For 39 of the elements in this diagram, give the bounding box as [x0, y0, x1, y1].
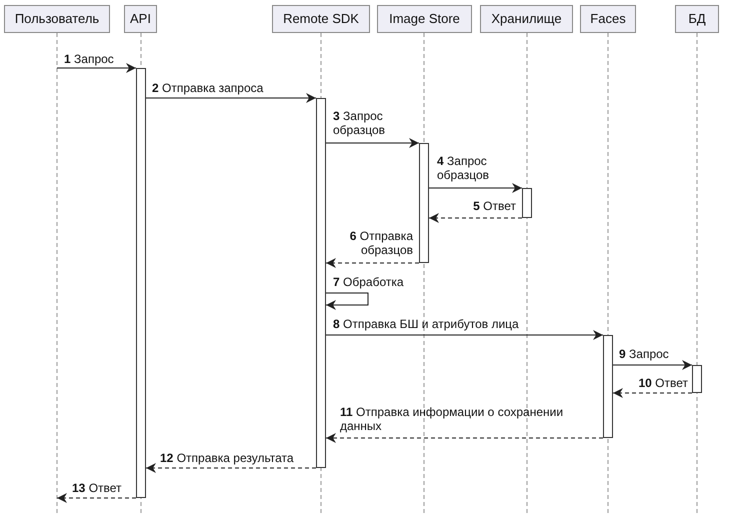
activation-bar — [522, 188, 532, 218]
participant-box: Faces — [580, 5, 636, 33]
participant-box: Хранилище — [480, 5, 573, 33]
message-arrow — [326, 330, 604, 340]
message-arrow — [326, 258, 420, 268]
participant-box: Remote SDK — [272, 5, 370, 33]
message-label: 4 Запрос образцов — [437, 154, 490, 182]
message-label: 7 Обработка — [333, 275, 405, 289]
message-label: 1 Запрос — [64, 52, 115, 66]
message-label: 8 Отправка БШ и атрибутов лица — [333, 317, 520, 331]
activation-bar — [692, 365, 702, 393]
message-arrow — [146, 93, 316, 103]
activation-bar — [136, 68, 146, 498]
message-arrow — [146, 463, 316, 473]
message-label: 9 Запрос — [619, 347, 670, 361]
message-label: 5 Ответ — [472, 199, 516, 213]
activation-bar — [603, 335, 613, 438]
message-label: 13 Ответ — [72, 481, 123, 495]
message-arrow — [428, 183, 522, 193]
participant-box: Image Store — [377, 5, 472, 33]
activation-bar — [316, 98, 326, 468]
message-arrow — [56, 63, 136, 73]
message-arrow — [612, 388, 692, 398]
participant-box: БД — [675, 5, 719, 33]
activation-bar — [419, 143, 429, 263]
message-label: 6 Отправка образцов — [348, 229, 413, 257]
message-label: 2 Отправка запроса — [152, 81, 264, 95]
message-arrow — [428, 213, 522, 223]
message-label: 3 Запрос образцов — [333, 109, 386, 137]
message-arrow — [326, 292, 368, 310]
message-arrow — [326, 433, 604, 443]
participant-box: Пользователь — [4, 5, 110, 33]
message-label: 11 Отправка информации о сохранении данных — [340, 405, 564, 433]
message-arrow — [326, 138, 420, 148]
message-label: 10 Ответ — [637, 376, 688, 390]
message-arrow — [612, 360, 692, 370]
participant-box: API — [124, 5, 157, 33]
message-arrow — [56, 493, 136, 503]
message-label: 12 Отправка результата — [160, 451, 295, 465]
